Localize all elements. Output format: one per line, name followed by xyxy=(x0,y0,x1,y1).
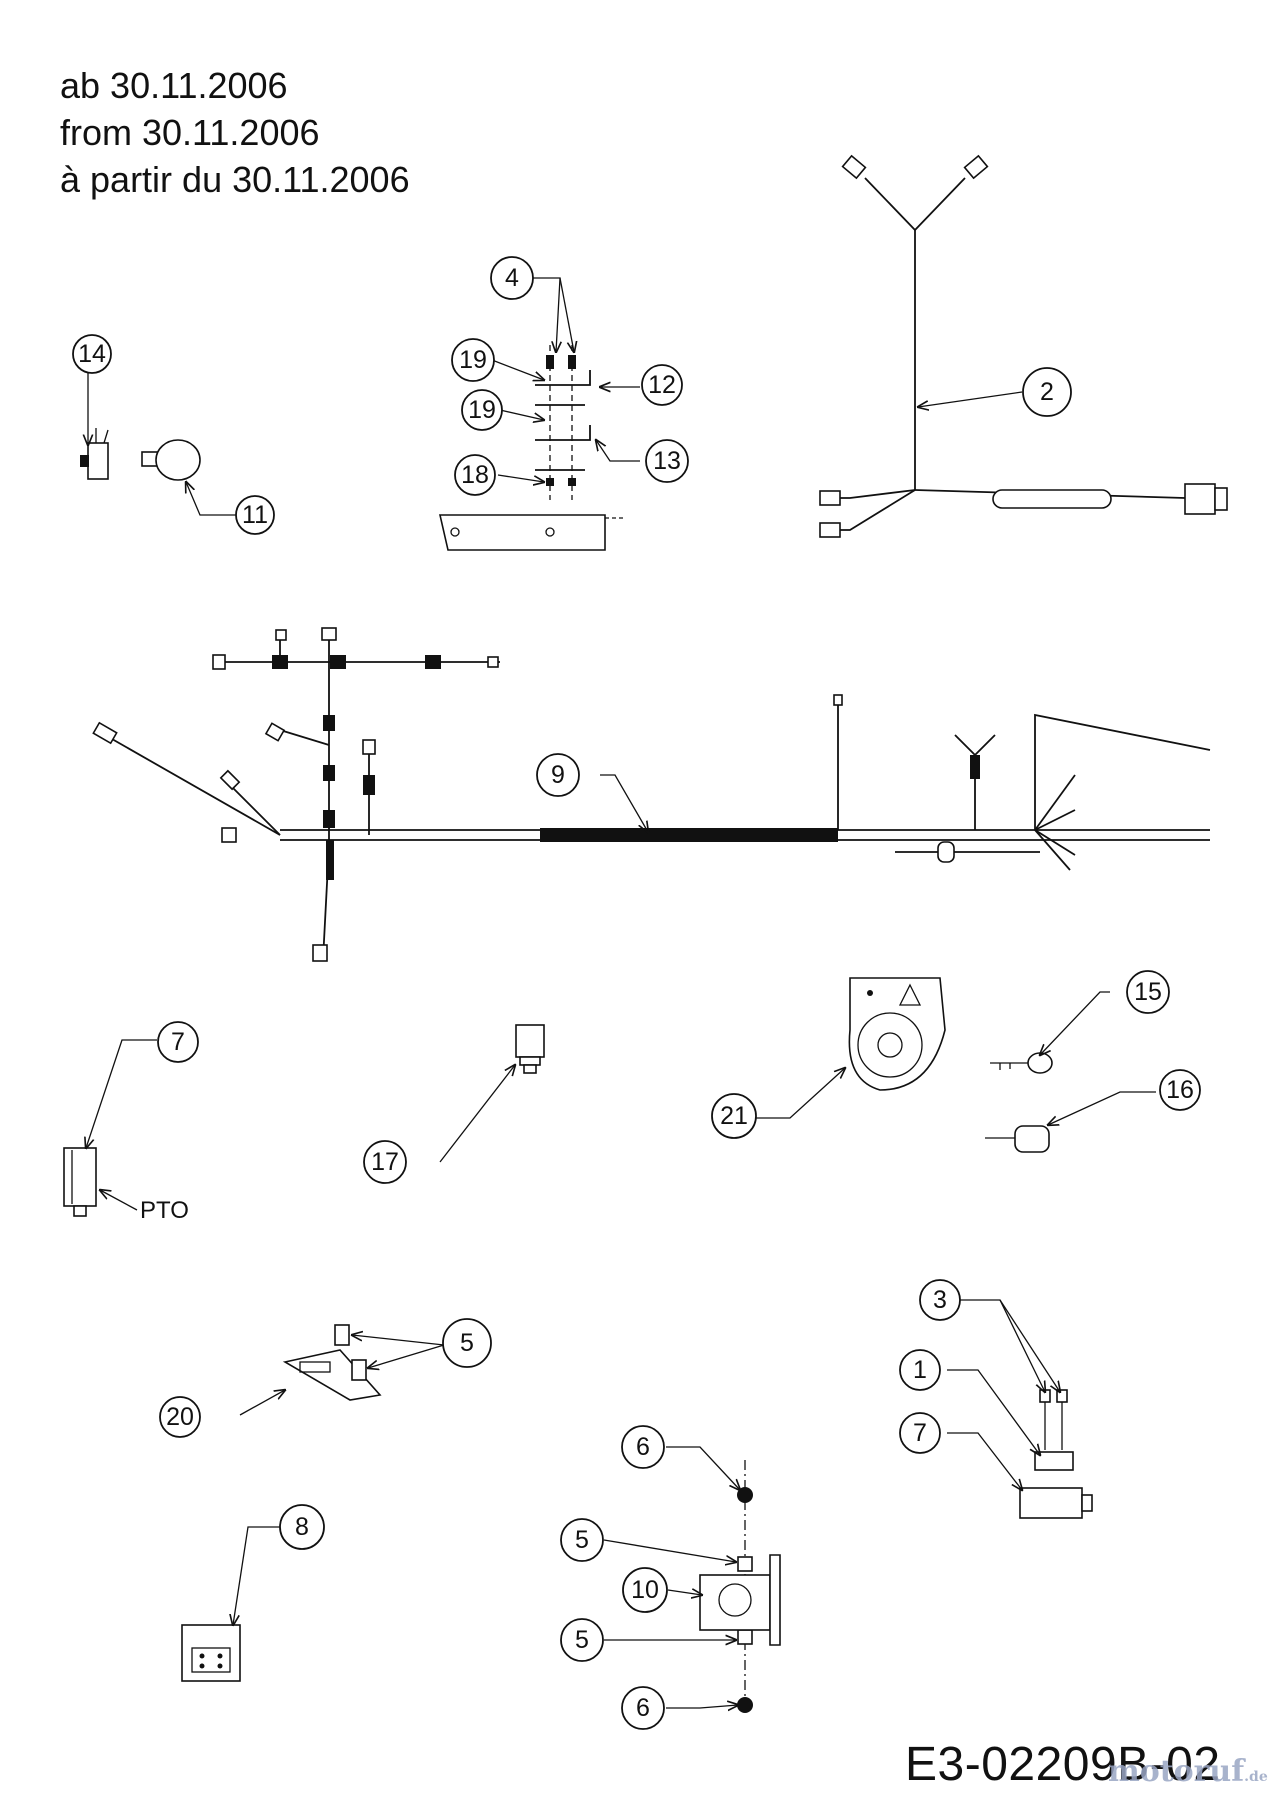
callout-6: 6 xyxy=(621,1686,665,1730)
callout-2: 2 xyxy=(1022,367,1072,417)
fuse-label xyxy=(181,1624,241,1682)
callout-14: 14 xyxy=(72,334,112,374)
callout-5: 5 xyxy=(560,1518,604,1562)
watermark-brand: motoruf xyxy=(1108,1754,1245,1789)
callout-5: 5 xyxy=(442,1318,492,1368)
y-harness xyxy=(819,154,1228,538)
callouts: 1 2 3 4 5 5 5 6 6 7 7 8 9 10 11 12 13 14… xyxy=(72,256,1201,1730)
bracket-assembly xyxy=(282,1324,382,1401)
watermark-logo: motoruf.de xyxy=(1108,1754,1268,1789)
callout-16: 16 xyxy=(1159,1069,1201,1111)
pto-switch-assembly xyxy=(1019,1389,1093,1519)
svg-text:11: 11 xyxy=(242,501,268,529)
callout-15: 15 xyxy=(1126,970,1170,1014)
ignition-switch xyxy=(848,977,946,1091)
svg-text:16: 16 xyxy=(1166,1076,1194,1104)
svg-text:13: 13 xyxy=(653,447,681,475)
callout-18: 18 xyxy=(454,454,496,496)
pto-label: PTO xyxy=(140,1197,189,1224)
callout-3: 3 xyxy=(919,1279,961,1321)
callout-8: 8 xyxy=(279,1504,325,1550)
svg-text:2: 2 xyxy=(1040,378,1054,406)
svg-text:19: 19 xyxy=(468,396,496,424)
svg-text:6: 6 xyxy=(636,1694,650,1722)
main-wiring-harness xyxy=(92,627,1211,962)
bulb-assembly xyxy=(80,428,201,481)
svg-text:21: 21 xyxy=(720,1102,748,1130)
callout-7: 7 xyxy=(899,1412,941,1454)
pto-switch xyxy=(63,1147,97,1217)
svg-text:17: 17 xyxy=(371,1148,399,1176)
callout-5: 5 xyxy=(560,1618,604,1662)
svg-text:1: 1 xyxy=(913,1356,927,1384)
callout-19: 19 xyxy=(451,338,495,382)
svg-text:3: 3 xyxy=(933,1286,947,1314)
svg-text:4: 4 xyxy=(505,264,519,292)
validity-date-fr: à partir du 30.11.2006 xyxy=(60,159,410,200)
callout-11: 11 xyxy=(235,495,275,535)
callout-13: 13 xyxy=(645,439,689,483)
svg-text:19: 19 xyxy=(459,346,487,374)
callout-7: 7 xyxy=(157,1021,199,1063)
svg-text:10: 10 xyxy=(631,1576,659,1604)
svg-text:5: 5 xyxy=(575,1626,589,1654)
callout-9: 9 xyxy=(536,753,580,797)
svg-text:6: 6 xyxy=(636,1433,650,1461)
callout-10: 10 xyxy=(622,1567,668,1613)
callout-6: 6 xyxy=(621,1425,665,1469)
callout-21: 21 xyxy=(711,1093,757,1139)
svg-text:8: 8 xyxy=(295,1513,309,1541)
svg-text:12: 12 xyxy=(648,371,676,399)
callout-1: 1 xyxy=(899,1349,941,1391)
svg-text:5: 5 xyxy=(460,1329,474,1357)
svg-text:20: 20 xyxy=(166,1403,194,1431)
svg-text:7: 7 xyxy=(913,1419,927,1447)
svg-text:15: 15 xyxy=(1134,978,1162,1006)
callout-19: 19 xyxy=(461,389,503,431)
callout-12: 12 xyxy=(641,364,683,406)
svg-text:14: 14 xyxy=(78,340,106,368)
keys xyxy=(985,1052,1053,1153)
hardware-stack xyxy=(438,345,625,551)
callout-17: 17 xyxy=(363,1140,407,1184)
svg-text:5: 5 xyxy=(575,1526,589,1554)
callout-20: 20 xyxy=(159,1396,201,1438)
watermark-tld: .de xyxy=(1244,1769,1268,1785)
callout-4: 4 xyxy=(490,256,534,300)
svg-text:18: 18 xyxy=(461,461,489,489)
validity-date-de: ab 30.11.2006 xyxy=(60,65,288,106)
seat-switch xyxy=(515,1024,545,1074)
validity-date-en: from 30.11.2006 xyxy=(60,112,320,153)
leader-lines xyxy=(86,277,1156,1708)
drawing-number: E3-02209B-02 xyxy=(905,1738,1221,1791)
svg-text:9: 9 xyxy=(551,761,565,789)
solenoid-assembly xyxy=(699,1460,781,1713)
svg-text:7: 7 xyxy=(171,1028,185,1056)
